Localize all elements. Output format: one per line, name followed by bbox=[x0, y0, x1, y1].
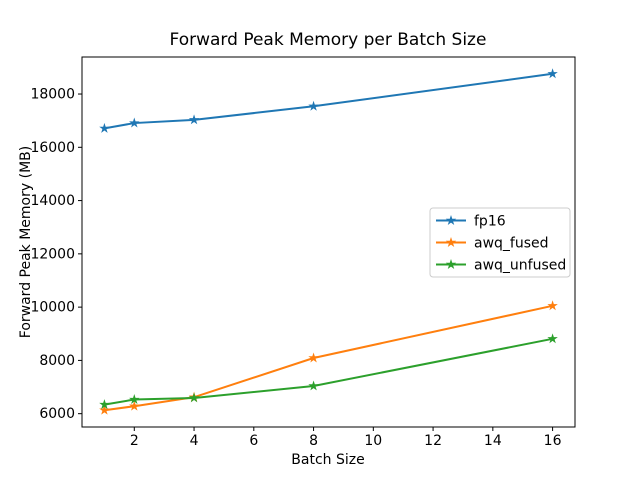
plot-border bbox=[81, 56, 576, 428]
x-tick-label-4: 4 bbox=[190, 433, 199, 449]
y-tick-label-16000: 16000 bbox=[30, 140, 75, 156]
marker-fp16-x4 bbox=[188, 114, 200, 125]
x-tick-label-8: 8 bbox=[309, 433, 318, 449]
y-tick-label-6000: 6000 bbox=[39, 406, 75, 422]
plot-area: 2 4 6 8 10 12 14 16 6000 8000 10000 12000 14000 16000… bbox=[30, 56, 576, 449]
x-tick-label-16: 16 bbox=[544, 433, 562, 449]
marker-fp16-x8 bbox=[308, 100, 319, 111]
marker-fp16-x2 bbox=[129, 117, 140, 128]
x-tick-label-2: 2 bbox=[130, 433, 139, 449]
marker-awq_unfused-x16 bbox=[547, 333, 558, 344]
marker-awq_fused-x1 bbox=[99, 404, 110, 415]
marker-awq_fused-x16 bbox=[547, 300, 558, 311]
legend-label-awq_unfused: awq_unfused bbox=[474, 257, 566, 273]
x-tick-label-6: 6 bbox=[249, 433, 258, 449]
series-line-awq_unfused bbox=[103, 337, 554, 406]
series-line-awq_fused bbox=[103, 304, 554, 412]
marker-fp16-x16 bbox=[547, 68, 558, 79]
x-tick-label-10: 10 bbox=[364, 433, 382, 449]
marker-awq_unfused-x4 bbox=[188, 392, 200, 403]
marker-awq_unfused-x1 bbox=[99, 399, 110, 410]
y-tick-label-14000: 14000 bbox=[30, 193, 75, 209]
y-tick-label-8000: 8000 bbox=[39, 353, 75, 369]
legend-label-awq_fused: awq_fused bbox=[474, 235, 549, 251]
legend-label-fp16: fp16 bbox=[474, 213, 506, 229]
legend-marker-awq_fused bbox=[445, 237, 457, 247]
x-tick-label-12: 12 bbox=[424, 433, 442, 449]
marker-awq_unfused-x2 bbox=[129, 394, 140, 405]
y-tick-label-18000: 18000 bbox=[30, 87, 75, 103]
marker-awq_fused-x2 bbox=[129, 400, 140, 411]
x-axis-label: Batch Size bbox=[291, 452, 364, 468]
marker-fp16-x1 bbox=[99, 122, 110, 133]
chart-title: Forward Peak Memory per Batch Size bbox=[170, 30, 487, 50]
y-tick-label-10000: 10000 bbox=[30, 300, 75, 316]
legend-marker-fp16 bbox=[445, 215, 457, 225]
series-line-fp16 bbox=[103, 72, 554, 130]
x-tick-label-14: 14 bbox=[484, 433, 502, 449]
marker-awq_fused-x8 bbox=[308, 352, 319, 363]
legend-marker-awq_unfused bbox=[445, 259, 457, 269]
legend-box bbox=[429, 207, 571, 278]
marker-awq_unfused-x8 bbox=[308, 380, 319, 391]
y-axis-label: Forward Peak Memory (MB) bbox=[18, 146, 34, 338]
y-tick-label-12000: 12000 bbox=[30, 246, 75, 262]
